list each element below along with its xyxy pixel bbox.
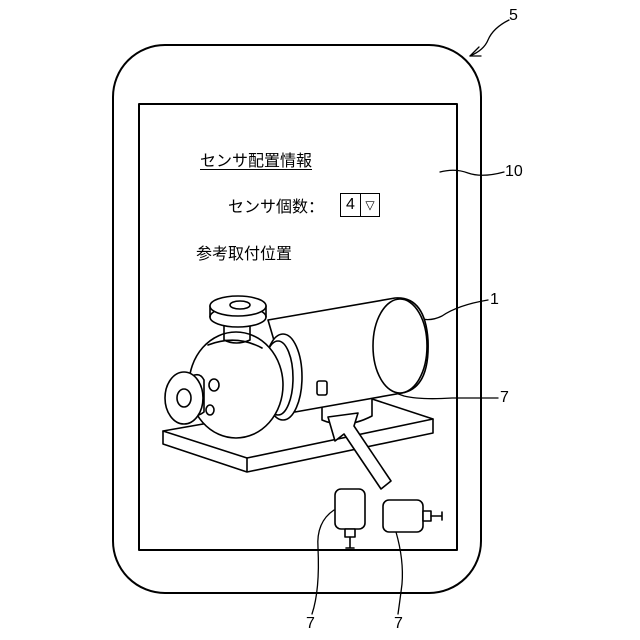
mounted-sensor-reference-number: 7 [500, 390, 509, 406]
leader-line-pump [418, 300, 488, 320]
reference-position-label: 参考取付位置 [196, 244, 292, 264]
dropdown-arrow-icon[interactable]: ▽ [361, 194, 379, 216]
sensor-option-horizontal[interactable] [383, 500, 442, 532]
sensor-option-horizontal-connector [423, 511, 431, 521]
sensor-count-label: センサ個数： [228, 197, 324, 217]
suction-flange [165, 372, 203, 424]
leader-line-sensor-option-1 [312, 510, 334, 614]
pump-illustration [163, 296, 433, 489]
sensor-option-vertical-connector [345, 529, 355, 537]
sensor-option-vertical[interactable] [335, 489, 365, 548]
sensor-option-vertical-pin [346, 537, 354, 548]
mounted-sensor [317, 381, 327, 395]
pump-casing [189, 332, 283, 438]
discharge-flange-top [210, 296, 266, 316]
motor-end-cap [373, 299, 427, 393]
sensor-count-value: 4 [341, 194, 361, 216]
screen-reference-number: 10 [505, 164, 523, 180]
pump-reference-number: 1 [490, 292, 499, 308]
sensor-option-vertical-body [335, 489, 365, 529]
sensor-option-1-reference-number: 7 [306, 616, 315, 632]
sensor-count-dropdown[interactable]: 4 ▽ [340, 193, 380, 217]
device-reference-number: 5 [509, 8, 518, 24]
sensor-option-2-reference-number: 7 [394, 616, 403, 632]
leader-line-sensor-option-2 [396, 532, 402, 614]
screen-title: センサ配置情報 [200, 151, 312, 171]
leader-line-screen [440, 170, 504, 175]
sensor-option-horizontal-pin [431, 512, 442, 520]
sensor-option-horizontal-body [383, 500, 423, 532]
